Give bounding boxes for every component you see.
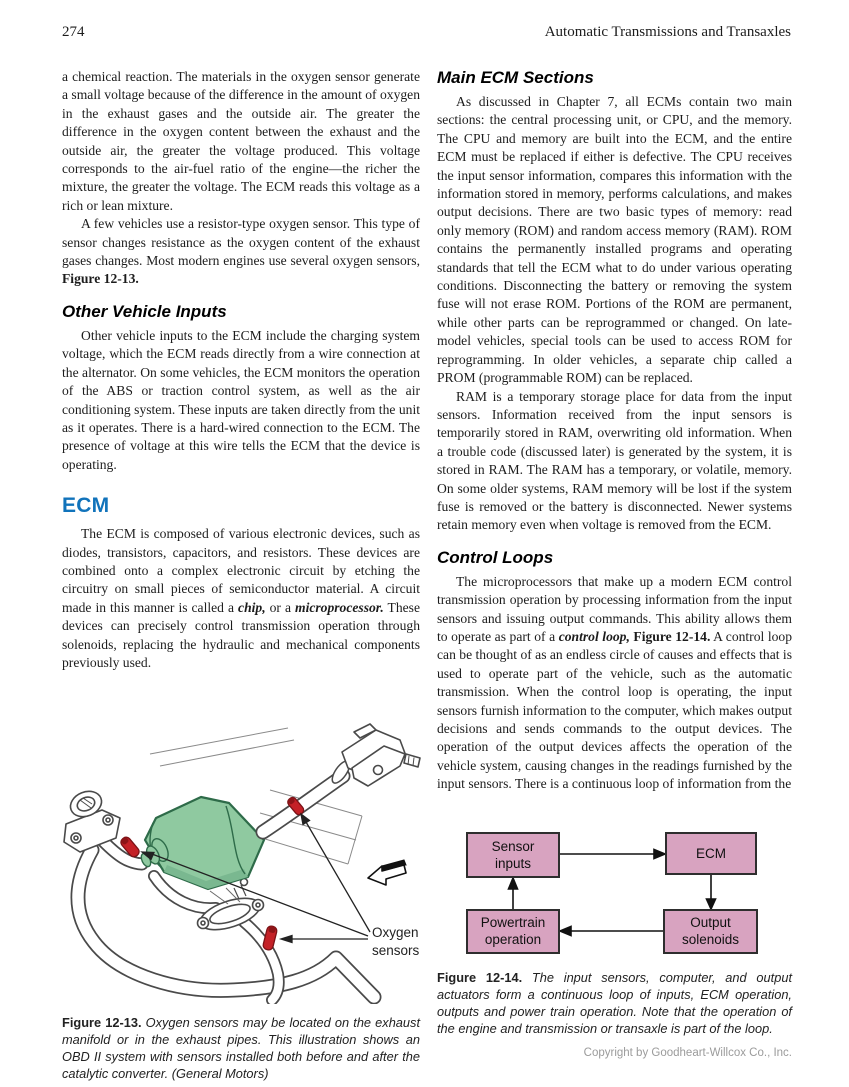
para-text-segment: The microprocessors that make up a moder… xyxy=(437,573,792,644)
diagram-box-ecm: ECM xyxy=(665,831,757,875)
para-text-segment: These devices can precisely control tran… xyxy=(62,599,420,670)
caption-lead: Figure 12-13. xyxy=(62,1015,142,1031)
oxygen-sensors-label: Oxygen sensors xyxy=(372,925,420,958)
para-other-vehicle-inputs: Other vehicle inputs to the ECM include … xyxy=(62,327,420,472)
inlet-pipe xyxy=(97,835,149,871)
diagram-box-powertrain-operation: Powertrain operation xyxy=(466,908,560,954)
oxygen-sensor-left xyxy=(120,836,140,858)
para-main-ecm-2: RAM is a temporary storage place for dat… xyxy=(437,388,792,533)
figure-12-13-illustration xyxy=(63,723,421,1005)
manifold-flange xyxy=(63,790,121,854)
para-text-segment: The ECM is composed of various electroni… xyxy=(62,526,420,615)
oxygen-sensor-rear xyxy=(287,797,305,816)
heading-other-vehicle-inputs: Other Vehicle Inputs xyxy=(62,301,227,321)
para-oxygen-voltage: a chemical reaction. The materials in th… xyxy=(62,69,420,213)
figure-12-14: Sensor inputs ECM Powertrain operation O… xyxy=(449,824,779,959)
outlet-pipe xyxy=(255,760,351,840)
para-text-segment: or a xyxy=(265,599,295,615)
figure-12-13: Oxygen sensors xyxy=(58,692,433,1005)
term-chip: chip, xyxy=(238,599,266,615)
figure-12-14-reference: Figure 12-14. xyxy=(633,628,711,644)
exhaust-pipe-loop xyxy=(70,842,382,1005)
para-text-segment: A control loop can be thought of as an e… xyxy=(437,628,793,792)
heading-control-loops: Control Loops xyxy=(437,547,554,567)
para-main-ecm-1: As discussed in Chapter 7, all ECMs cont… xyxy=(437,94,792,386)
diagram-arrows xyxy=(507,847,717,937)
caption-text: The input sensors, computer, and output … xyxy=(437,969,792,1036)
para-ecm: The ECM is composed of various electroni… xyxy=(62,525,420,672)
right-column: Main ECM Sections As discussed in Chapte… xyxy=(437,68,792,1082)
running-head-title: Automatic Transmissions and Transaxles xyxy=(544,24,791,40)
page-number: 274 xyxy=(62,24,85,40)
two-column-layout: a chemical reaction. The materials in th… xyxy=(62,68,792,1082)
caption-text: Oxygen sensors may be located on the exh… xyxy=(62,1015,420,1082)
figure-12-13-reference: Figure 12-13. xyxy=(62,271,139,287)
direction-arrow-icon xyxy=(367,859,407,887)
oxygen-sensor-bottom xyxy=(262,925,278,951)
para-text-segment: A few vehicles use a resistor-type oxyge… xyxy=(62,216,420,269)
callout-lines xyxy=(140,812,371,944)
running-header: 274 Automatic Transmissions and Transaxl… xyxy=(62,24,791,41)
exhaust-gasket xyxy=(196,878,265,931)
term-microprocessor: microprocessor. xyxy=(295,599,384,615)
heading-main-ecm-sections: Main ECM Sections xyxy=(437,68,594,87)
hidden-pipe-lines xyxy=(209,888,241,905)
caption-lead: Figure 12-14. xyxy=(437,969,523,985)
para-resistor-sensor: A few vehicles use a resistor-type oxyge… xyxy=(62,215,420,289)
figure-12-13-caption: Figure 12-13. Oxygen sensors may be loca… xyxy=(62,1014,420,1082)
diagram-box-sensor-inputs: Sensor inputs xyxy=(466,831,560,878)
rear-flange xyxy=(341,723,421,788)
heading-ecm: ECM xyxy=(62,494,110,518)
copyright-notice: Copyright by Goodheart-Willcox Co., Inc. xyxy=(583,1046,792,1059)
para-control-loops: The microprocessors that make up a moder… xyxy=(437,573,792,794)
left-column: a chemical reaction. The materials in th… xyxy=(62,68,421,1082)
figure-12-14-caption: Figure 12-14. The input sensors, compute… xyxy=(437,969,792,1037)
term-control-loop: control loop, xyxy=(558,628,630,644)
exhaust-branch-pipe xyxy=(148,870,285,1005)
diagram-box-output-solenoids: Output solenoids xyxy=(663,908,758,954)
